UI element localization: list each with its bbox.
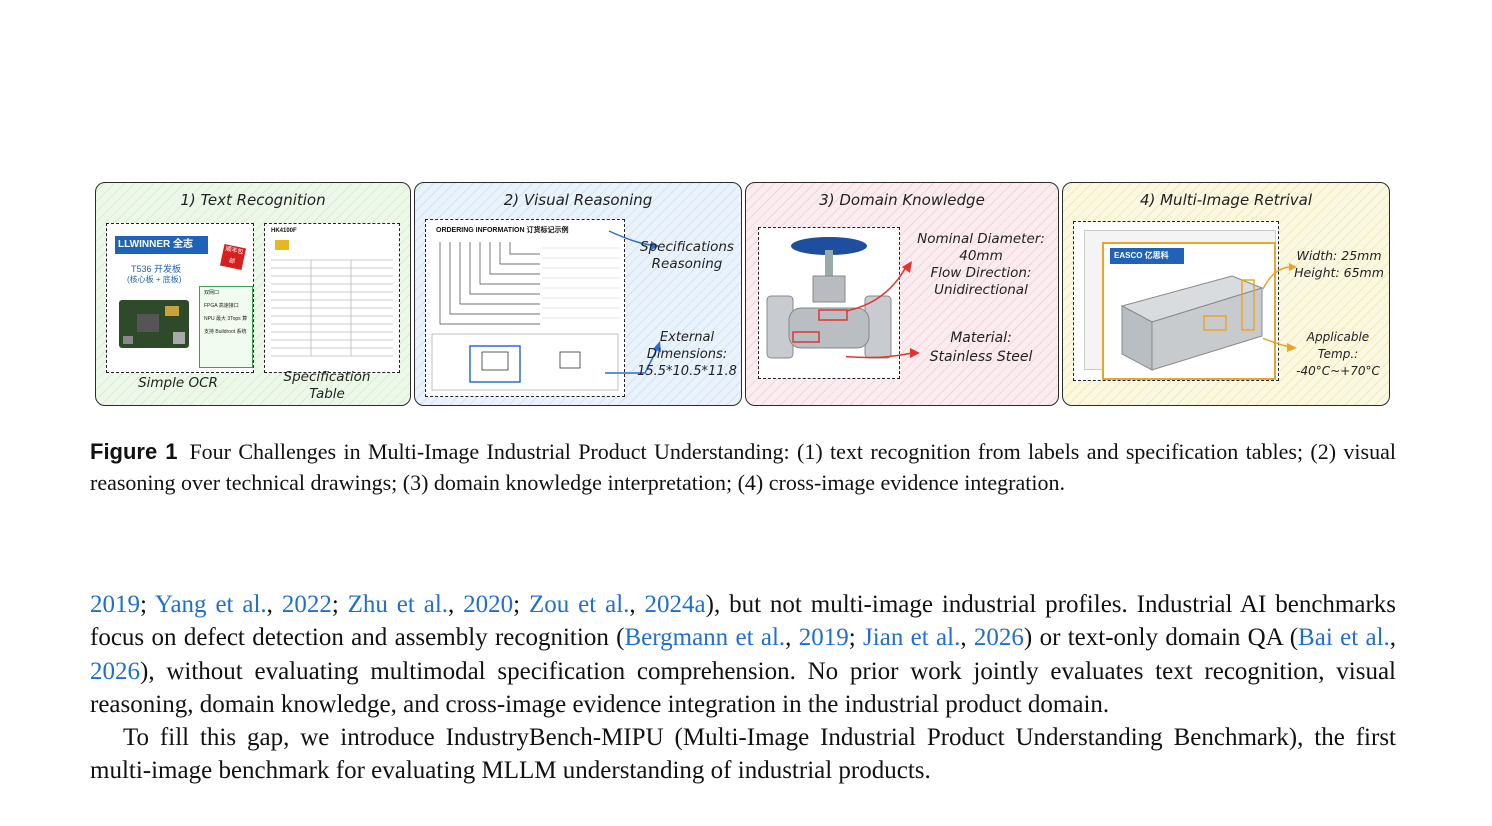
citation-link[interactable]: 2019 xyxy=(798,624,849,652)
feature-item: 双网口 xyxy=(204,290,220,296)
text-run: , xyxy=(960,624,974,652)
panel-multi-image-retrival: 4) Multi-Image Retrival EASCO 亿思科 Width:… xyxy=(1062,182,1390,406)
citation-link[interactable]: 2024a xyxy=(644,591,706,618)
annotation-arrows xyxy=(605,230,661,374)
citation-link[interactable]: Jian et al. xyxy=(863,624,961,652)
valve-icon xyxy=(766,237,892,359)
board-image: LLWINNER 全志 顺丰包邮 T536 开发板 (核心板 + 底板) 双网口… xyxy=(106,223,254,373)
external-dimensions-label: External Dimensions: 15.5*10.5*11.8 xyxy=(637,330,737,379)
free-shipping-badge: 顺丰包邮 xyxy=(219,243,247,271)
material-label: Material: Stainless Steel xyxy=(929,330,1033,365)
board-model: T536 开发板 xyxy=(131,264,182,274)
text-run: ; xyxy=(513,591,530,618)
panel-title: 4) Multi-Image Retrival xyxy=(1139,191,1313,209)
citation-link[interactable]: Yang et al. xyxy=(154,591,267,618)
figure-label: Figure 1 xyxy=(90,439,178,464)
citation-link[interactable]: Zou et al. xyxy=(529,591,630,618)
citation-link[interactable]: 2026 xyxy=(973,624,1024,652)
citation-link[interactable]: Zhu et al. xyxy=(347,591,449,618)
citation-link[interactable]: Bai et al. xyxy=(1298,624,1390,652)
text-run: ), without evaluating multimodal specifi… xyxy=(90,657,1396,718)
panel-domain-knowledge: 3) Domain Knowledge Nominal Diameter: 40… xyxy=(745,182,1059,406)
citation-link[interactable]: 2019 xyxy=(90,591,140,618)
text-run: , xyxy=(266,591,282,618)
feature-item: FPGA 高速接口 xyxy=(204,303,239,309)
panel-title: 3) Domain Knowledge xyxy=(819,191,985,209)
text-run: , xyxy=(448,591,464,618)
technical-drawing-image: ORDERING INFORMATION 订货标记示例 xyxy=(425,219,625,397)
paragraph-1: 2019; Yang et al., 2022; Zhu et al., 202… xyxy=(90,588,1396,721)
easco-brand: EASCO 亿思科 xyxy=(1110,248,1184,264)
text-run: ; xyxy=(848,624,864,652)
caption-text: Four Challenges in Multi-Image Industria… xyxy=(90,439,1396,495)
specifications-reasoning-label: Specifications Reasoning xyxy=(640,239,734,272)
text-run: ; xyxy=(140,591,155,618)
board-sub: (核心板 + 底板) xyxy=(127,275,182,284)
product-image-front: EASCO 亿思科 xyxy=(1102,242,1276,380)
feature-item: 支持 Buildroot 系统 xyxy=(204,329,247,335)
annotation-arrows xyxy=(1263,263,1297,352)
spec-table-image: HK4100F xyxy=(264,223,400,373)
applicable-temp-label: Applicable Temp.: -40°C~+70°C xyxy=(1296,330,1380,378)
spec-table-label: Specification Table xyxy=(283,369,371,402)
simple-ocr-label: Simple OCR xyxy=(138,375,218,391)
text-run: , xyxy=(629,591,645,618)
paragraph-2: To fill this gap, we introduce IndustryB… xyxy=(90,724,1396,785)
annotation-arrows xyxy=(846,261,920,359)
feature-item: NPU 最大 3Tops 算 xyxy=(204,316,248,322)
text-run: ; xyxy=(331,591,348,618)
product-images-stack: EASCO 亿思科 xyxy=(1073,221,1279,381)
citation-link[interactable]: Bergmann et al. xyxy=(624,624,786,652)
spec-table-lines xyxy=(271,240,393,357)
ordering-header: ORDERING INFORMATION 订货标记示例 xyxy=(436,227,569,234)
panel-text-recognition: 1) Text Recognition LLWINNER 全志 顺丰包邮 T53… xyxy=(95,182,411,406)
ordering-diagram xyxy=(431,242,620,391)
panel-title: 1) Text Recognition xyxy=(180,191,326,209)
panel-title: 2) Visual Reasoning xyxy=(503,191,653,209)
citation-link[interactable]: 2022 xyxy=(281,591,332,618)
feature-list: 双网口 FPGA 高速接口 NPU 最大 3Tops 算 支持 Buildroo… xyxy=(199,286,253,368)
nominal-diameter-label: Nominal Diameter: 40mm Flow Direction: U… xyxy=(917,231,1045,298)
text-run: ) or text-only domain QA ( xyxy=(1023,624,1299,652)
body-text: 2019; Yang et al., 2022; Zhu et al., 202… xyxy=(90,588,1396,788)
text-run: ), but not multi-image industrial profil… xyxy=(90,591,1397,652)
panel-visual-reasoning: 2) Visual Reasoning ORDERING INFORMATION… xyxy=(414,182,742,406)
citation-link[interactable]: 2026 xyxy=(90,657,140,685)
text-run: , xyxy=(1389,624,1397,652)
cable-trunking-icon xyxy=(1120,275,1264,371)
board-photo-icon xyxy=(119,300,189,348)
spec-model: HK4100F xyxy=(271,228,297,234)
text-run: , xyxy=(785,624,799,652)
citation-link[interactable]: 2020 xyxy=(463,591,514,618)
valve-image xyxy=(758,227,900,379)
width-height-label: Width: 25mm Height: 65mm xyxy=(1294,248,1384,280)
board-brand: LLWINNER 全志 xyxy=(115,236,208,254)
